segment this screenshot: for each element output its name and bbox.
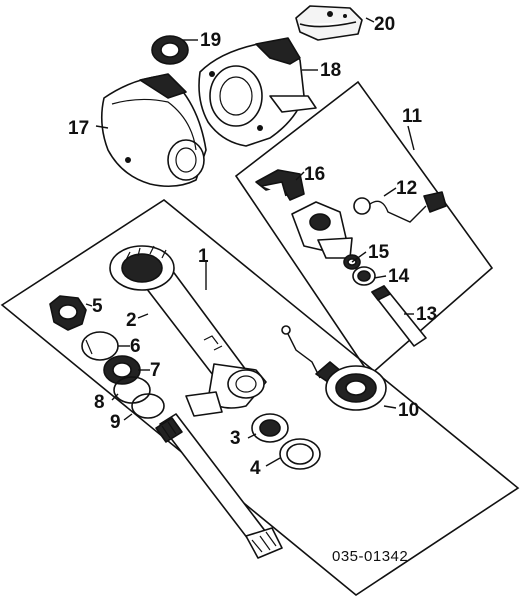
diagram-code: 035-01342 bbox=[332, 548, 408, 565]
part-10-lock-assembly bbox=[281, 325, 387, 411]
column-switch-group-frame bbox=[234, 80, 494, 377]
callout-6: 6 bbox=[130, 336, 141, 357]
callout-19: 19 bbox=[200, 30, 221, 51]
part-9-washer bbox=[131, 393, 165, 419]
callout-5: 5 bbox=[92, 296, 103, 317]
callout-3: 3 bbox=[230, 428, 241, 449]
callout-2: 2 bbox=[126, 310, 137, 331]
part-19-seal-ring bbox=[151, 35, 189, 65]
callout-14: 14 bbox=[388, 266, 410, 287]
callout-17: 17 bbox=[68, 118, 89, 139]
part-18-housing bbox=[198, 37, 317, 147]
part-17-column-cover bbox=[100, 73, 207, 188]
callout-7: 7 bbox=[150, 360, 161, 381]
callout-12: 12 bbox=[396, 178, 417, 199]
part-4-ring bbox=[279, 438, 321, 470]
part-2-steering-shaft bbox=[155, 413, 283, 559]
callout-1: 1 bbox=[198, 246, 209, 267]
callout-10: 10 bbox=[398, 400, 419, 421]
part-13-lever-shaft bbox=[371, 285, 427, 347]
callout-15: 15 bbox=[368, 242, 390, 263]
callout-11: 11 bbox=[402, 106, 423, 127]
callout-9: 9 bbox=[110, 412, 121, 433]
part-1-column-tube bbox=[109, 245, 267, 417]
callout-20: 20 bbox=[374, 14, 395, 35]
part-16-bracket bbox=[255, 169, 305, 201]
part-5-nut bbox=[49, 295, 87, 331]
callout-16: 16 bbox=[304, 164, 325, 185]
callout-13: 13 bbox=[416, 304, 437, 325]
callout-8: 8 bbox=[94, 392, 105, 413]
part-3-bearing bbox=[251, 413, 289, 443]
part-20-cover bbox=[295, 5, 363, 41]
callout-4: 4 bbox=[250, 458, 261, 479]
callout-18: 18 bbox=[320, 60, 341, 81]
part-14-ring bbox=[352, 266, 376, 286]
part-12-combination-switch bbox=[291, 191, 447, 259]
part-6-snap-ring bbox=[81, 331, 119, 361]
leader-lines bbox=[85, 17, 415, 467]
